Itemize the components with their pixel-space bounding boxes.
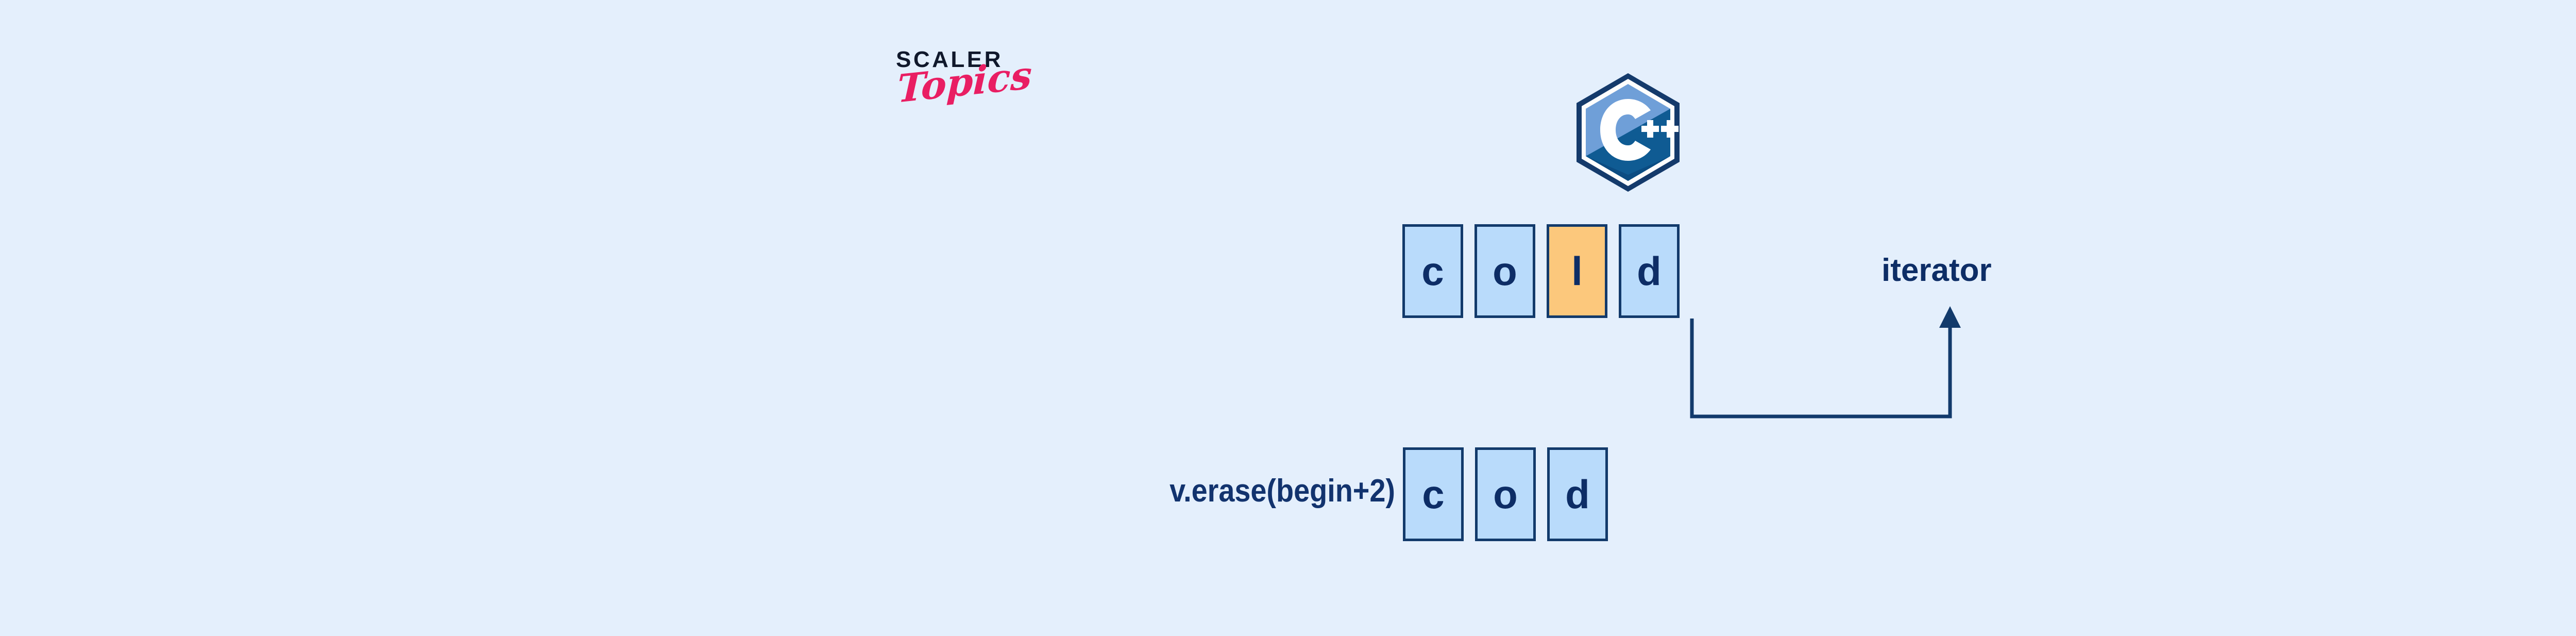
iterator-connector <box>1649 299 1999 443</box>
vector-before-erase: c o l d <box>1402 224 1680 318</box>
cpp-logo <box>1574 72 1682 193</box>
vector-cell: o <box>1475 447 1536 541</box>
vector-cell: c <box>1402 224 1463 318</box>
cpp-logo-plus-2-v <box>1667 120 1673 138</box>
connector-path <box>1690 319 1952 419</box>
iterator-label: iterator <box>1882 253 1992 288</box>
cpp-logo-plus-1-v <box>1647 120 1653 138</box>
arrow-head-icon <box>1939 306 1961 328</box>
cpp-logo-letter-c <box>1600 99 1651 161</box>
vector-cell-highlighted: l <box>1547 224 1607 318</box>
vector-cell: o <box>1475 224 1535 318</box>
erase-operation-label: v.erase(begin+2) <box>1170 473 1395 509</box>
vector-cell: d <box>1547 447 1608 541</box>
vector-cell: d <box>1619 224 1680 318</box>
vector-after-erase: c o d <box>1403 447 1608 541</box>
cpp-logo-face-bottom <box>1586 156 1670 181</box>
brand-wordmark-scaler: SCALER <box>896 47 1003 72</box>
vector-cell: c <box>1403 447 1464 541</box>
scaler-topics-logo: SCALER Topics <box>894 45 1033 136</box>
